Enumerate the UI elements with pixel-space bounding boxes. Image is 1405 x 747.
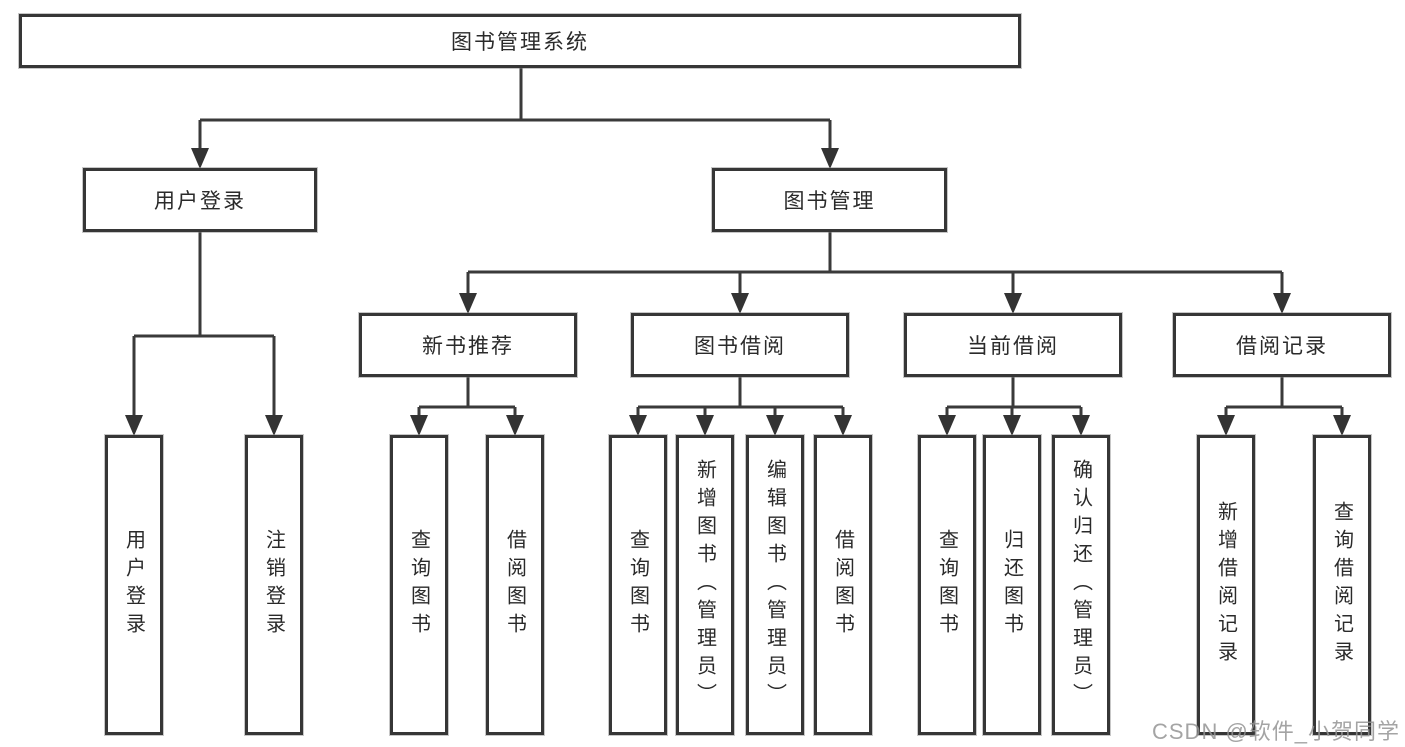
leaf-query-books-borrow: 查询图书 <box>609 435 667 735</box>
leaf-label: 新增借阅记录 <box>1214 501 1237 669</box>
leaf-add-borrow-record: 新增借阅记录 <box>1197 435 1255 735</box>
leaf-query-borrow-record: 查询借阅记录 <box>1313 435 1371 735</box>
leaf-query-books-recommend: 查询图书 <box>390 435 448 735</box>
leaf-label: 查询图书 <box>935 529 958 641</box>
arrowhead-icons <box>125 148 1351 436</box>
node-book-borrow: 图书借阅 <box>631 313 849 377</box>
node-user-login: 用户登录 <box>83 168 317 232</box>
leaf-label: 查询借阅记录 <box>1330 501 1353 669</box>
leaf-query-books-current: 查询图书 <box>918 435 976 735</box>
leaf-edit-books-admin: 编辑图书（管理员） <box>746 435 804 735</box>
leaf-confirm-return-admin: 确认归还（管理员） <box>1052 435 1110 735</box>
leaf-label: 确认归还（管理员） <box>1069 459 1092 711</box>
leaf-label: 编辑图书（管理员） <box>763 459 786 711</box>
leaf-logout: 注销登录 <box>245 435 303 735</box>
leaf-user-login: 用户登录 <box>105 435 163 735</box>
leaf-label: 新增图书（管理员） <box>693 459 716 711</box>
leaf-add-books-admin: 新增图书（管理员） <box>676 435 734 735</box>
node-current-borrow: 当前借阅 <box>904 313 1122 377</box>
node-borrow-records: 借阅记录 <box>1173 313 1391 377</box>
leaf-return-books: 归还图书 <box>983 435 1041 735</box>
leaf-label: 查询图书 <box>626 529 649 641</box>
leaf-borrow-books-recommend: 借阅图书 <box>486 435 544 735</box>
leaf-label: 归还图书 <box>1000 529 1023 641</box>
leaf-label: 注销登录 <box>262 529 285 641</box>
node-library-management-system: 图书管理系统 <box>19 14 1021 68</box>
leaf-borrow-books: 借阅图书 <box>814 435 872 735</box>
node-new-book-recommend: 新书推荐 <box>359 313 577 377</box>
leaf-label: 查询图书 <box>407 529 430 641</box>
csdn-watermark: CSDN @软件_小贺同学 <box>1152 719 1401 744</box>
leaf-label: 借阅图书 <box>503 529 526 641</box>
leaf-label: 用户登录 <box>122 529 145 641</box>
node-book-management: 图书管理 <box>712 168 947 232</box>
leaf-label: 借阅图书 <box>831 529 854 641</box>
